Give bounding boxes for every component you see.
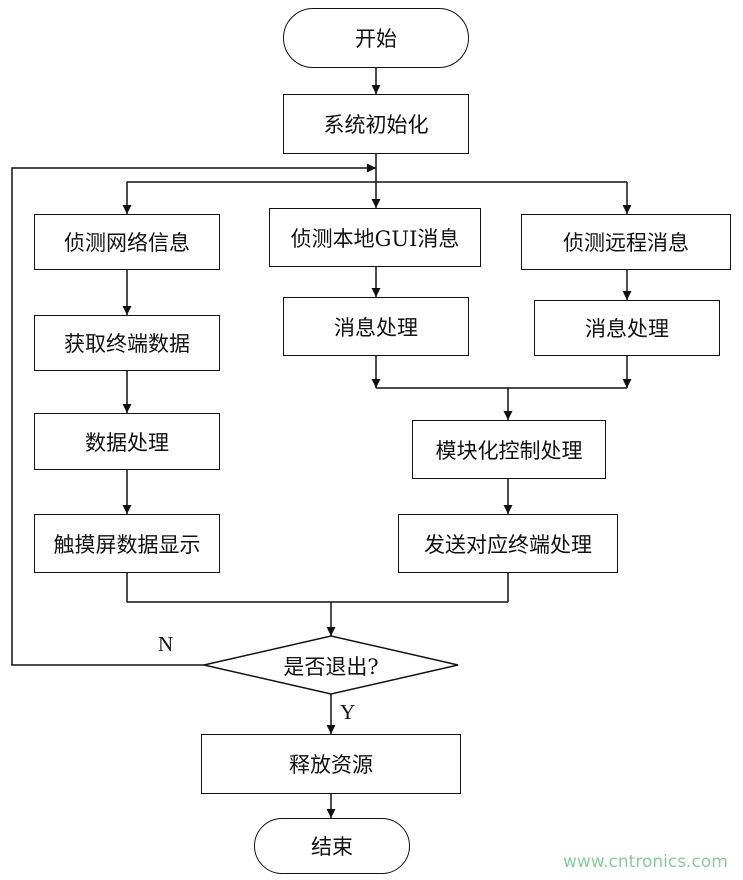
msg-process-local-box: 消息处理 (283, 297, 469, 356)
decision-diamond (203, 635, 459, 695)
watermark: www.cntronics.com (563, 852, 728, 872)
send-terminal-box: 发送对应终端处理 (398, 514, 618, 573)
start-terminal: 开始 (283, 8, 469, 68)
detect-gui-box: 侦测本地GUI消息 (269, 208, 481, 267)
end-terminal: 结束 (254, 818, 410, 874)
get-terminal-box: 获取终端数据 (34, 315, 220, 371)
decision-text: 是否退出? (283, 655, 379, 679)
touch-display-box: 触摸屏数据显示 (34, 514, 220, 573)
init-box: 系统初始化 (283, 94, 469, 154)
module-control-box: 模块化控制处理 (412, 420, 606, 479)
msg-process-remote-box: 消息处理 (534, 300, 720, 356)
release-box: 释放资源 (201, 734, 461, 794)
detect-network-box: 侦测网络信息 (34, 214, 220, 270)
loop-back-line (11, 163, 376, 666)
label-no: N (158, 632, 174, 656)
data-process-box: 数据处理 (34, 413, 220, 470)
label-yes: Y (340, 700, 356, 724)
detect-remote-box: 侦测远程消息 (521, 214, 731, 270)
